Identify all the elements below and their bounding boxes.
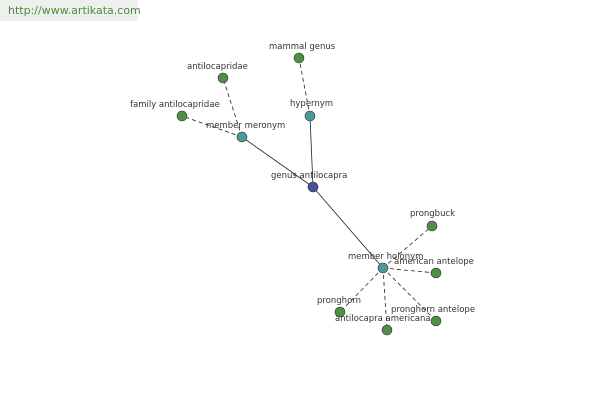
nodes-layer [176,52,442,336]
edge-holonym-antilocapra_americana [382,267,388,331]
edge-holonym-prongbuck [382,225,433,269]
node-label-antilocapridae: antilocapridae [187,62,248,72]
node-antilocapridae[interactable] [217,72,229,84]
node-family-antilocapridae[interactable] [176,110,188,122]
edge-genus-holonym [312,186,384,269]
node-holonym[interactable] [377,262,389,274]
labels-layer: genus antilocapra hypernym member meronym m… [130,42,475,324]
watermark-url: http://www.artikata.com [0,0,141,21]
node-prongbuck[interactable] [426,220,438,232]
edges-layer [181,57,437,331]
node-mammal-genus[interactable] [293,52,305,64]
node-label-pronghorn: pronghorn [317,296,361,306]
edge-holonym-pronghorn [339,267,384,313]
node-label-genus: genus antilocapra [271,171,347,181]
node-pronghorn[interactable] [334,306,346,318]
node-hypernym[interactable] [304,110,316,122]
node-label-american-antelope: american antelope [394,257,474,267]
edge-hypernym-mammal_genus [298,57,311,117]
node-label-holonym: member holonym [348,252,423,262]
node-label-hypernym: hypernym [290,99,333,109]
node-label-pronghorn-antelope: pronghorn antelope [391,305,475,315]
edge-genus-hypernym [309,115,314,188]
node-american-antelope[interactable] [430,267,442,279]
edge-holonym-pronghorn_antelope [382,267,437,322]
node-label-antilocapra-americana: antilocapra americana [335,314,431,324]
edge-meronym-antilocapridae [222,77,243,138]
node-antilocapra-americana[interactable] [381,324,393,336]
node-genus[interactable] [307,181,319,193]
node-label-meronym: member meronym [206,121,285,131]
node-label-family-antilocapridae: family antilocapridae [130,100,220,110]
edge-meronym-family_antilocapridae [181,115,243,138]
node-label-mammal-genus: mammal genus [269,42,336,52]
node-meronym[interactable] [236,131,248,143]
edge-genus-meronym [241,136,314,188]
node-label-prongbuck: prongbuck [410,209,455,219]
edge-holonym-american_antelope [382,267,437,274]
node-pronghorn-antelope[interactable] [430,315,442,327]
